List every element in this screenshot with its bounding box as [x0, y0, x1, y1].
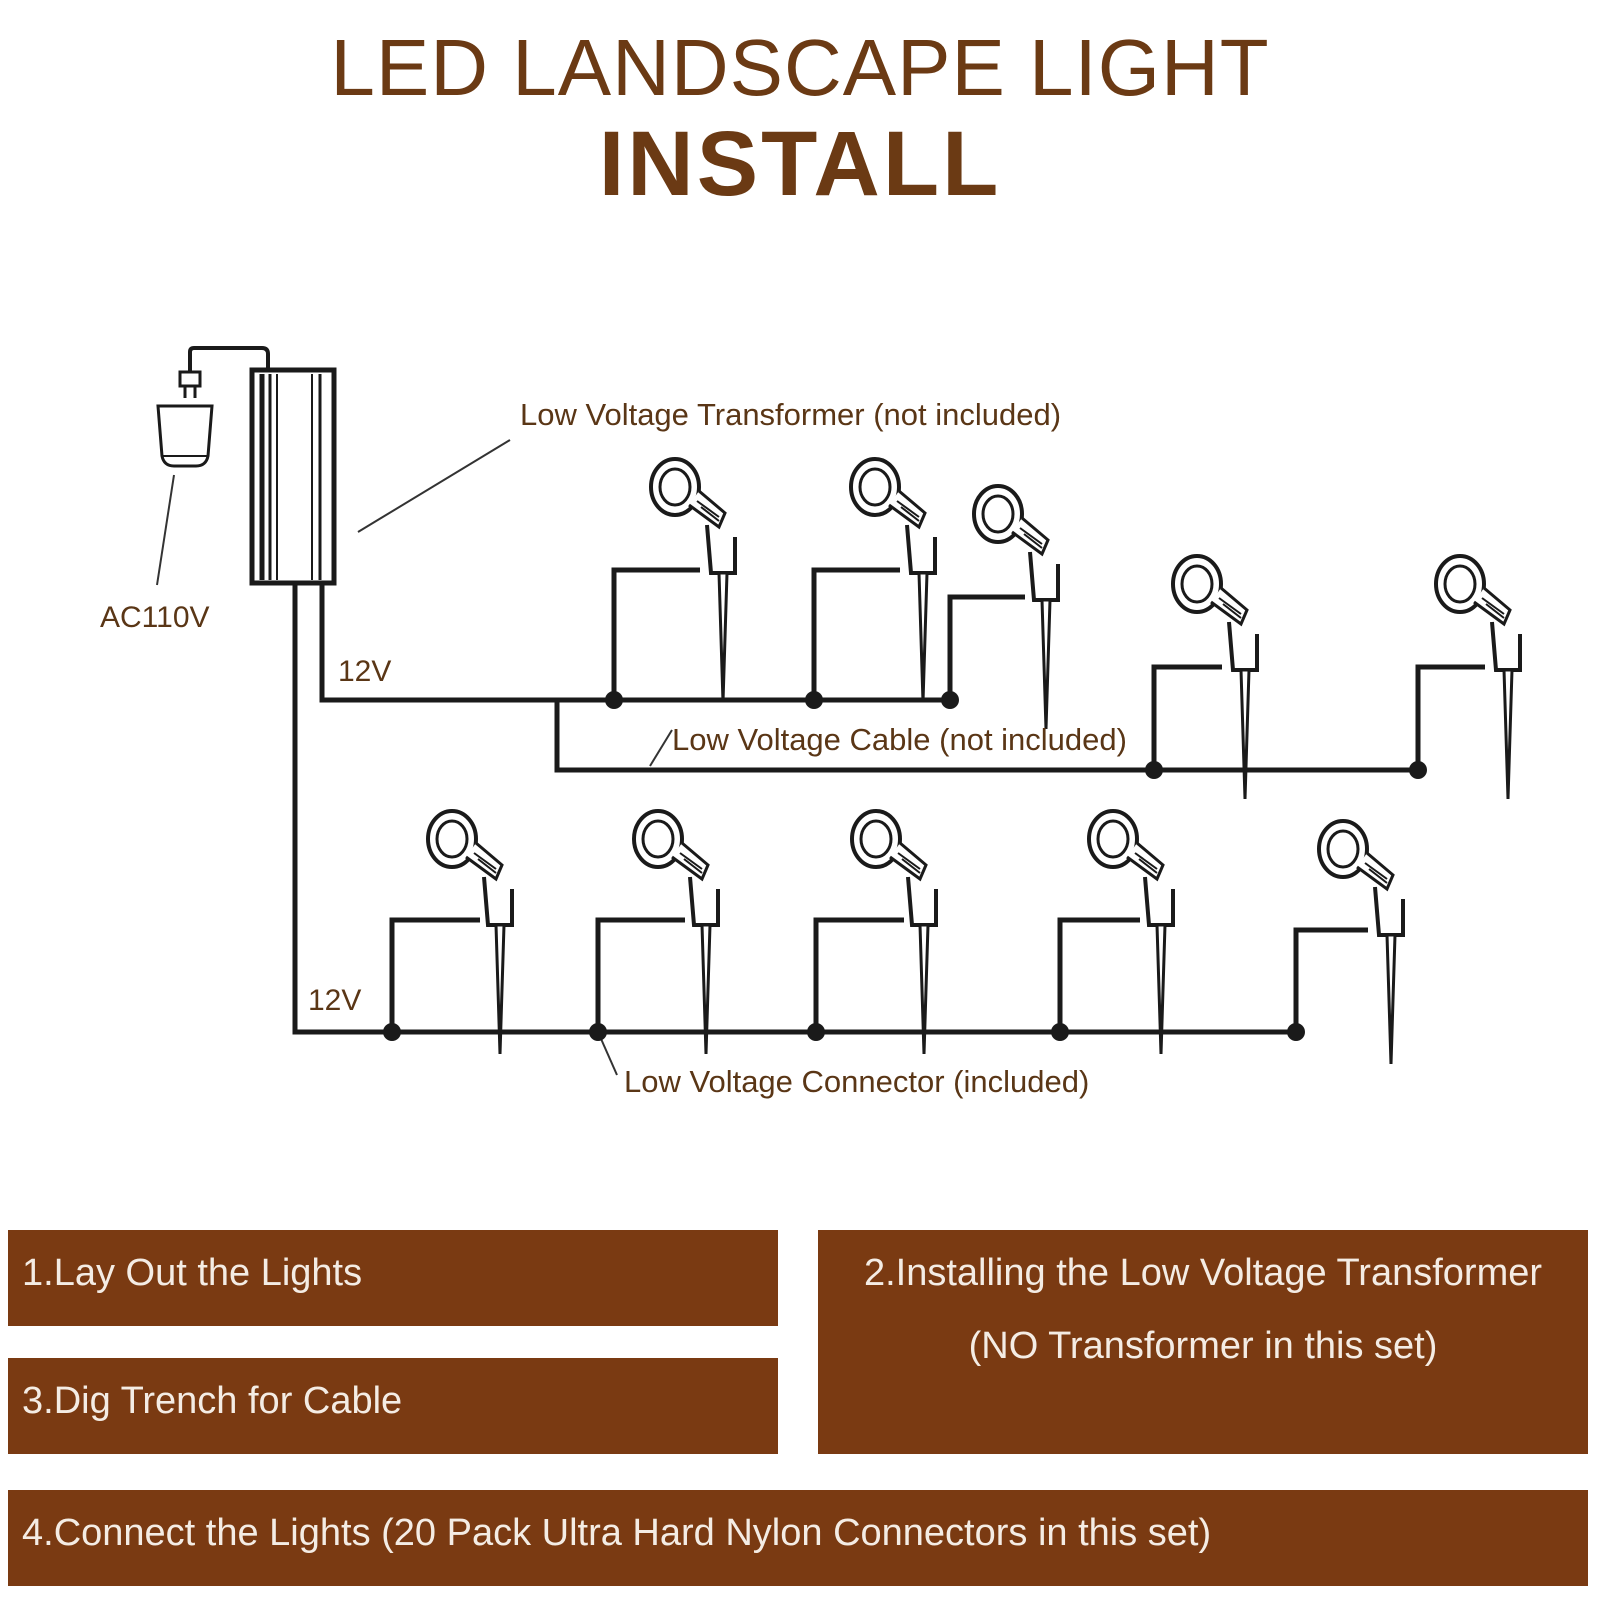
- transformer-icon: [249, 367, 337, 586]
- spotlight-icon: [1434, 554, 1522, 801]
- step-4-box: 4.Connect the Lights (20 Pack Ultra Hard…: [8, 1490, 1588, 1586]
- step-2-note: (NO Transformer in this set): [968, 1325, 1438, 1367]
- spotlight-icon: [850, 809, 938, 1056]
- low-voltage-cable: [292, 567, 1485, 1035]
- step-1-text: 1.Lay Out the Lights: [22, 1252, 363, 1294]
- connector-dots: [383, 691, 1427, 1041]
- step-3-text: 3.Dig Trench for Cable: [22, 1380, 403, 1422]
- spotlight-icon: [1317, 819, 1405, 1066]
- page-title: LED LANDSCAPE LIGHT: [330, 23, 1270, 112]
- wiring-diagram: Low Voltage Transformer (not included) A…: [100, 346, 1522, 1099]
- spotlight-icon: [1171, 554, 1259, 801]
- voltage-label-lower: 12V: [308, 984, 361, 1017]
- step-1-box: 1.Lay Out the Lights: [8, 1230, 778, 1326]
- spotlight-icon: [849, 457, 937, 704]
- power-plug-icon: [156, 346, 270, 468]
- ac-voltage-label: AC110V: [100, 601, 210, 634]
- spotlight-icon: [972, 484, 1060, 731]
- spotlight-icon: [426, 809, 514, 1056]
- step-3-box: 3.Dig Trench for Cable: [8, 1358, 778, 1454]
- connector-label: Low Voltage Connector (included): [624, 1064, 1089, 1099]
- voltage-label-upper: 12V: [338, 655, 391, 688]
- cable-label: Low Voltage Cable (not included): [672, 722, 1127, 757]
- spotlight-icon: [632, 809, 720, 1056]
- spotlight-icon: [1087, 809, 1175, 1056]
- transformer-label: Low Voltage Transformer (not included): [520, 397, 1061, 432]
- spotlight-icon: [649, 457, 737, 704]
- page-subtitle: INSTALL: [598, 113, 1002, 215]
- step-2-box: 2.Installing the Low Voltage Transformer…: [818, 1230, 1588, 1454]
- step-2-text: 2.Installing the Low Voltage Transformer: [863, 1252, 1543, 1294]
- step-4-text: 4.Connect the Lights (20 Pack Ultra Hard…: [22, 1512, 1212, 1554]
